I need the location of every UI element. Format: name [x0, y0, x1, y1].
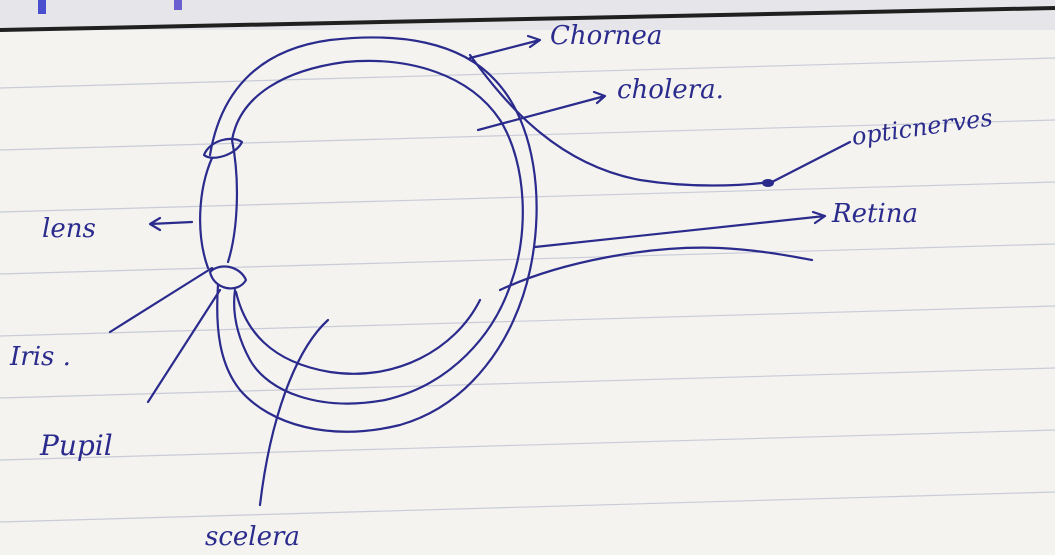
label-lens: lens	[42, 214, 96, 244]
rule-line	[0, 430, 1055, 460]
rule-line	[0, 58, 1055, 88]
retina-arrow	[535, 212, 825, 247]
label-chornea: Chornea	[550, 21, 662, 51]
optic-nerve-lower	[500, 248, 812, 290]
cornea-outline	[200, 140, 237, 268]
notebook-rules	[0, 0, 1055, 522]
rule-line	[0, 306, 1055, 336]
tab-mark	[38, 0, 46, 14]
pupil-leader	[148, 290, 220, 402]
label-iris: Iris .	[9, 342, 71, 372]
retina-outline	[236, 292, 480, 374]
tab-mark	[174, 0, 182, 10]
label-optic-nerves: opticnerves	[850, 103, 994, 150]
chornea-arrow	[470, 36, 540, 58]
label-retina: Retina	[831, 199, 918, 229]
label-pupil: Pupil	[39, 429, 113, 462]
lens-arrow	[150, 218, 192, 230]
cholera-arrow	[478, 92, 605, 130]
rule-line	[0, 244, 1055, 274]
label-scelera: scelera	[205, 522, 300, 552]
leader-lines	[110, 36, 850, 505]
labels: Chornea cholera. opticnerves Retina lens…	[9, 21, 994, 552]
rule-line	[0, 492, 1055, 522]
rule-line	[0, 368, 1055, 398]
iris-leader	[110, 268, 212, 332]
label-cholera: cholera.	[617, 75, 724, 105]
optic-nerves-leader	[772, 142, 850, 182]
lens-bottom	[210, 266, 246, 288]
